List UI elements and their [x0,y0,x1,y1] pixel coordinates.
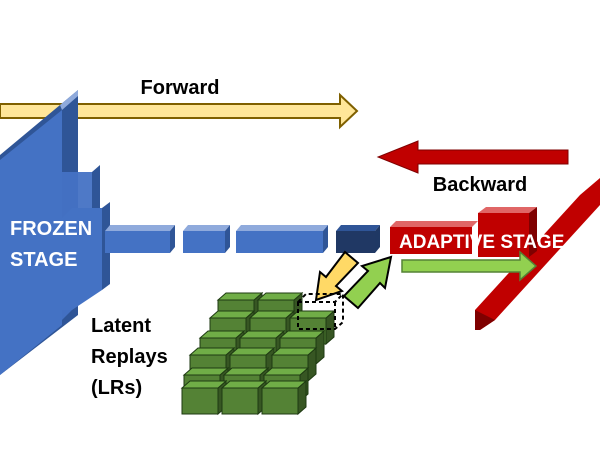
adaptive-stage-block [390,178,600,330]
frozen-layer-bar-1 [105,225,175,253]
latent-replays-label-3: (LRs) [91,377,142,399]
adaptive-front-bar [390,227,472,254]
frozen-stage-label-1: FROZEN [10,218,92,240]
latent-replays-label-1: Latent [91,315,151,337]
frozen-layer-bar-2 [183,225,230,253]
frozen-stage-block [0,90,110,375]
frozen-panel-top [60,90,78,110]
adaptive-front-bar-top [390,221,478,227]
frozen-layer-bars [105,225,380,253]
replay-cube [180,379,228,416]
latent-replays-label-2: Replays [91,346,168,368]
adaptive-mid-block-side [529,207,537,257]
frozen-front-panel [42,208,102,310]
replay-latent-arrow [342,255,393,310]
backward-arrow-shape [376,140,569,174]
selected-replay-cube-outline [297,293,344,330]
adaptive-stage-label: ADAPTIVE STAGE [399,232,564,253]
latent-replay-cubes [180,291,336,416]
replay-to-adaptive-arrow [401,250,538,282]
replay-cube [260,379,308,416]
forward-label: Forward [141,77,220,99]
frozen-stage-label-2: STAGE [10,249,77,271]
store-latent-arrow [314,250,360,302]
adaptive-mid-block-top [478,207,537,213]
replay-cube [220,379,268,416]
frozen-layer-bar-3 [236,225,328,253]
backward-label: Backward [433,174,528,196]
adaptive-diagonal-bar-side [475,310,495,330]
adaptive-diagonal-bar [475,178,600,330]
latent-layer-bar [336,225,380,253]
adaptive-mid-block [478,213,529,257]
backward-arrow [376,140,569,174]
